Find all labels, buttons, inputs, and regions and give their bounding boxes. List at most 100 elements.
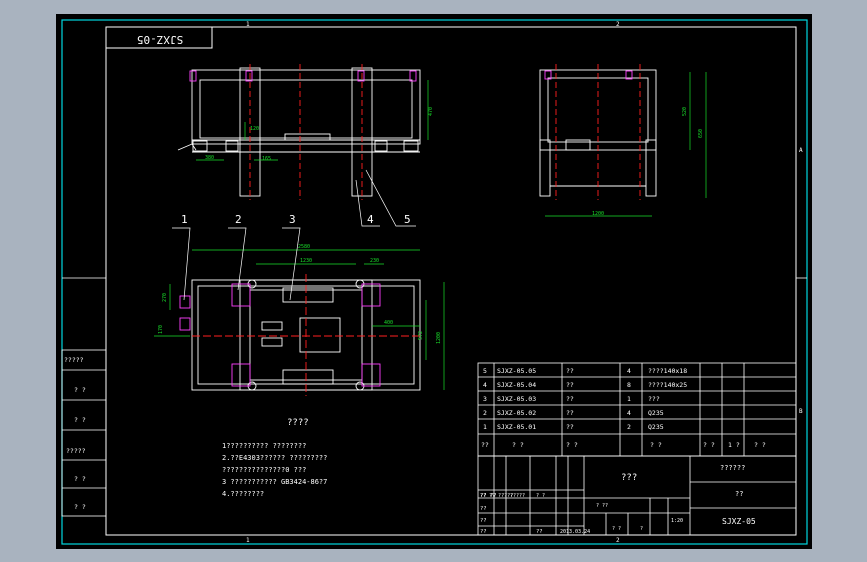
- plan-view-dimensions: [154, 249, 445, 390]
- left-side-block: [61, 349, 107, 517]
- parts-row-3-name: ??: [566, 395, 574, 403]
- parts-row-2-code: SJXZ-05.04: [497, 381, 536, 389]
- plan-dim-left-a: 270: [162, 293, 168, 302]
- left-block-cell-3: ? ?: [74, 416, 86, 424]
- parts-row-2-material: ????140x25: [648, 381, 687, 389]
- svg-text:SJXZ-05: SJXZ-05: [137, 33, 183, 46]
- plan-view: [179, 274, 421, 396]
- left-block-cell-5: ? ?: [74, 475, 86, 483]
- front-dim-height: 470: [428, 107, 434, 116]
- plan-dim-right-b: 572: [418, 331, 424, 340]
- parts-header-1: ??: [481, 441, 489, 449]
- parts-row-1-no: 5: [483, 367, 487, 375]
- balloon-leaders: [172, 169, 416, 301]
- parts-row-4-name: ??: [566, 409, 574, 417]
- plan-dim-right-a: 1200: [436, 332, 442, 344]
- left-block-cell-1: ?????: [64, 356, 84, 364]
- parts-header-2: ? ?: [512, 441, 524, 449]
- parts-row-4-no: 2: [483, 409, 487, 417]
- parts-row-5-no: 1: [483, 423, 487, 431]
- front-dim-d3: 165: [262, 156, 271, 162]
- plan-dim-inner: 1230: [300, 258, 312, 264]
- front-dim-d1: 380: [205, 155, 214, 161]
- parts-row-4-qty: 4: [627, 409, 631, 417]
- title-block-cell-7: ?: [640, 526, 643, 532]
- drawing-stamp: SJXZ-05: [106, 27, 213, 49]
- tech-note-line-2: 2.??E4303?????? ?????????: [222, 454, 327, 462]
- balloon-5: 5: [404, 213, 411, 226]
- title-block-sign-5: ??: [536, 529, 543, 535]
- parts-row-1-name: ??: [566, 367, 574, 375]
- side-dim-height: 520: [682, 107, 688, 116]
- tech-notes-title: ????: [287, 418, 309, 428]
- parts-header-5: ? ?: [703, 441, 715, 449]
- left-block-cell-4: ?????: [66, 447, 86, 455]
- plan-dim-left-b: 170: [158, 325, 164, 334]
- parts-row-5-code: SJXZ-05.01: [497, 423, 536, 431]
- balloon-2: 2: [235, 213, 242, 226]
- title-block-cell-1: ?? ?? ?????: [480, 493, 513, 499]
- plan-dim-overall: 2580: [298, 244, 310, 250]
- side-dim-width: 1200: [592, 211, 604, 217]
- parts-row-4-material: Q235: [648, 409, 664, 417]
- parts-row-3-qty: 1: [627, 395, 631, 403]
- title-block-cell-5: ? ??: [596, 503, 608, 509]
- parts-row-3-code: SJXZ-05.03: [497, 395, 536, 403]
- parts-header-4: ? ?: [650, 441, 662, 449]
- parts-row-1-qty: 4: [627, 367, 631, 375]
- tech-note-line-3: ???????????????0 ???: [222, 466, 306, 474]
- balloon-3: 3: [289, 213, 296, 226]
- title-block-material: ??: [735, 490, 743, 498]
- parts-row-5-material: Q235: [648, 423, 664, 431]
- border-mark-right-a: A: [799, 147, 803, 154]
- front-dim-d2: 120: [250, 126, 259, 132]
- balloon-1: 1: [181, 213, 188, 226]
- title-block-sign-1: ?? ??: [480, 493, 497, 499]
- sheet-background: [56, 14, 812, 549]
- front-view-dimensions: [196, 80, 429, 161]
- parts-row-3-material: ???: [648, 395, 660, 403]
- title-block-name: ???: [621, 473, 637, 483]
- parts-row-2-name: ??: [566, 381, 574, 389]
- outer-border: [61, 19, 808, 545]
- title-block-scale: 1:20: [671, 518, 683, 524]
- tech-note-line-1: 1?????????? ????????: [222, 442, 306, 450]
- border-mark-bottom-2: 2: [616, 537, 620, 544]
- border-mark-bottom-1: 1: [246, 537, 250, 544]
- side-dim-overall: 650: [698, 129, 704, 138]
- front-view: [177, 64, 421, 200]
- parts-row-4-code: SJXZ-05.02: [497, 409, 536, 417]
- title-block-sign-3: ??: [480, 518, 487, 524]
- balloon-4: 4: [367, 213, 374, 226]
- parts-row-5-name: ??: [566, 423, 574, 431]
- parts-row-1-material: ????140x18: [648, 367, 687, 375]
- title-block-company: ??????: [720, 464, 745, 472]
- title-block-drawing-no: SJXZ-05: [722, 517, 756, 526]
- title-block-sign-2: ??: [480, 506, 487, 512]
- parts-row-5-qty: 2: [627, 423, 631, 431]
- title-block-grid: [477, 455, 797, 536]
- plan-dim-right-c: 400: [384, 320, 393, 326]
- border-mark-top-1: 1: [246, 21, 250, 28]
- tech-note-line-4: 3 ??????????? GB3424-86?7: [222, 478, 327, 486]
- inner-frame: [105, 26, 797, 536]
- left-block-cell-2: ? ?: [74, 386, 86, 394]
- title-block-cell-3: ?????: [510, 493, 525, 499]
- parts-header-3: ? ?: [566, 441, 578, 449]
- title-block-cell-2: ? ?: [536, 493, 545, 499]
- parts-header-6: 1 ?: [728, 441, 740, 449]
- border-mark-right-b: B: [799, 408, 803, 415]
- title-block-sign-4: ??: [480, 529, 487, 535]
- title-block-cell-4: 2013.03.24: [560, 529, 590, 535]
- parts-row-1-code: SJXZ-05.05: [497, 367, 536, 375]
- parts-row-3-no: 3: [483, 395, 487, 403]
- parts-list-grid: [477, 362, 797, 457]
- left-block-cell-6: ? ?: [74, 503, 86, 511]
- title-block-cell-6: ? ?: [612, 526, 621, 532]
- parts-row-2-qty: 8: [627, 381, 631, 389]
- plan-dim-top-right: 230: [370, 258, 379, 264]
- parts-row-2-no: 4: [483, 381, 487, 389]
- side-view: [539, 64, 657, 200]
- border-mark-top-2: 2: [616, 21, 620, 28]
